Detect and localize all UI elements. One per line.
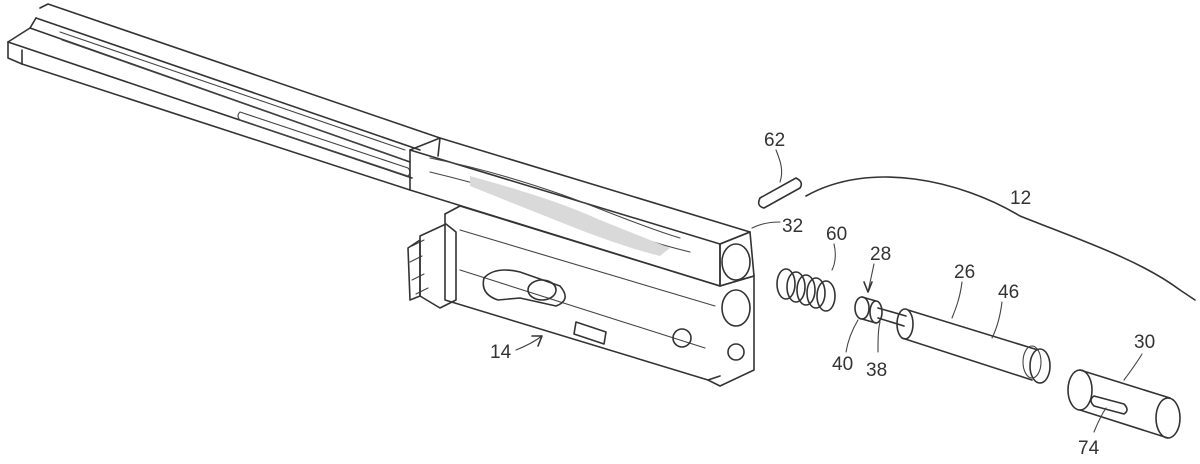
label-38: 38 bbox=[866, 360, 887, 381]
label-40: 40 bbox=[832, 354, 853, 375]
spring bbox=[776, 268, 836, 312]
label-14: 14 bbox=[490, 342, 512, 363]
bolt-carrier bbox=[7, 3, 755, 387]
firing-pin bbox=[854, 296, 1051, 384]
label-46: 46 bbox=[998, 282, 1019, 303]
label-60: 60 bbox=[826, 224, 847, 245]
label-74: 74 bbox=[1078, 438, 1100, 459]
label-26: 26 bbox=[954, 262, 975, 283]
sleeve bbox=[1067, 369, 1181, 439]
assembly-brace bbox=[805, 176, 1196, 301]
label-32: 32 bbox=[782, 216, 803, 237]
label-28: 28 bbox=[870, 244, 891, 265]
label-12: 12 bbox=[1010, 188, 1031, 209]
retaining-pin bbox=[757, 177, 803, 209]
label-30: 30 bbox=[1134, 332, 1155, 353]
leader-lines bbox=[515, 149, 1143, 433]
label-62: 62 bbox=[764, 130, 785, 151]
